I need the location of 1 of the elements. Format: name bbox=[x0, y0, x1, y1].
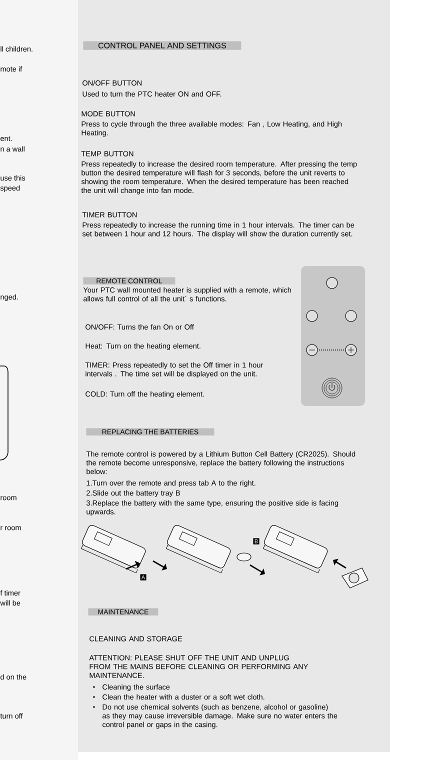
section-heading: CONTROL PANEL AND SETTINGS bbox=[83, 41, 242, 50]
